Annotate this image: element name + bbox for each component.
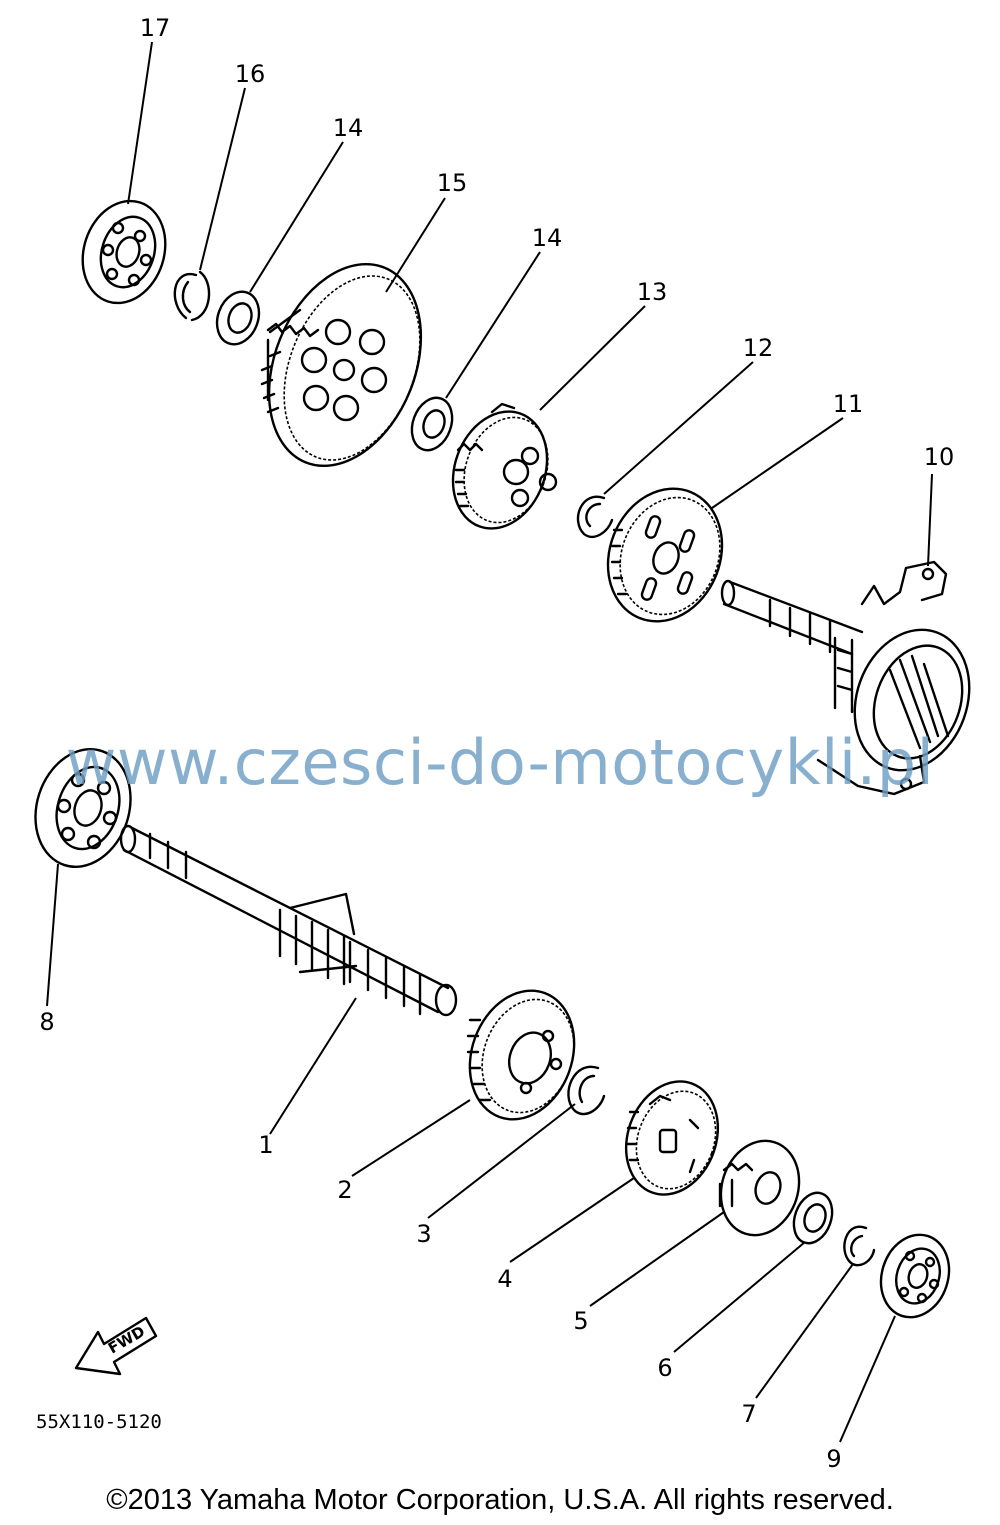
callout-14: 14 xyxy=(532,224,563,252)
copyright-notice: ©2013 Yamaha Motor Corporation, U.S.A. A… xyxy=(106,1484,894,1516)
callout-15: 15 xyxy=(437,169,468,197)
callout-2: 2 xyxy=(337,1176,352,1204)
watermark: www.czesci-do-motocykli.pl xyxy=(65,726,935,799)
part-1-main-axle xyxy=(119,824,458,1017)
callout-9: 9 xyxy=(826,1445,841,1473)
fwd-arrow-icon: FWD xyxy=(74,1316,158,1376)
part-14-washer-middle xyxy=(410,396,454,452)
part-12-circlip xyxy=(576,495,614,539)
callout-14: 14 xyxy=(333,114,364,142)
callout-11: 11 xyxy=(833,390,864,418)
callout-13: 13 xyxy=(637,278,668,306)
leader-lines xyxy=(46,41,933,1443)
part-6-washer xyxy=(792,1191,834,1245)
part-16-circlip xyxy=(173,270,211,322)
drawing-code: 55X110-5120 xyxy=(36,1411,162,1433)
part-14-washer-upper xyxy=(215,290,261,346)
part-13-gear xyxy=(451,402,558,530)
part-7-circlip xyxy=(843,1225,876,1267)
part-4-gear xyxy=(624,1080,720,1196)
callout-16: 16 xyxy=(235,60,266,88)
part-2-gear xyxy=(466,989,576,1121)
part-3-circlip xyxy=(567,1065,606,1116)
callout-17: 17 xyxy=(140,14,171,42)
callout-7: 7 xyxy=(741,1400,756,1428)
part-17-bearing xyxy=(81,199,167,305)
fwd-label: FWD xyxy=(105,1322,148,1357)
callout-8: 8 xyxy=(39,1008,54,1036)
part-15-gear xyxy=(260,262,423,468)
callout-10: 10 xyxy=(924,443,955,471)
callout-4: 4 xyxy=(497,1265,512,1293)
callout-1: 1 xyxy=(258,1131,273,1159)
callout-5: 5 xyxy=(573,1307,588,1335)
part-8-bearing xyxy=(34,747,132,869)
part-10-drive-axle-assembly xyxy=(720,560,971,796)
part-number-callouts: 17 16 14 15 14 13 12 11 10 8 1 2 3 4 5 6… xyxy=(39,14,954,1473)
part-9-bearing xyxy=(879,1233,951,1319)
part-5-gear xyxy=(718,1139,801,1237)
callout-12: 12 xyxy=(743,334,774,362)
callout-3: 3 xyxy=(416,1220,431,1248)
callout-6: 6 xyxy=(657,1354,672,1382)
part-11-gear xyxy=(606,487,724,623)
